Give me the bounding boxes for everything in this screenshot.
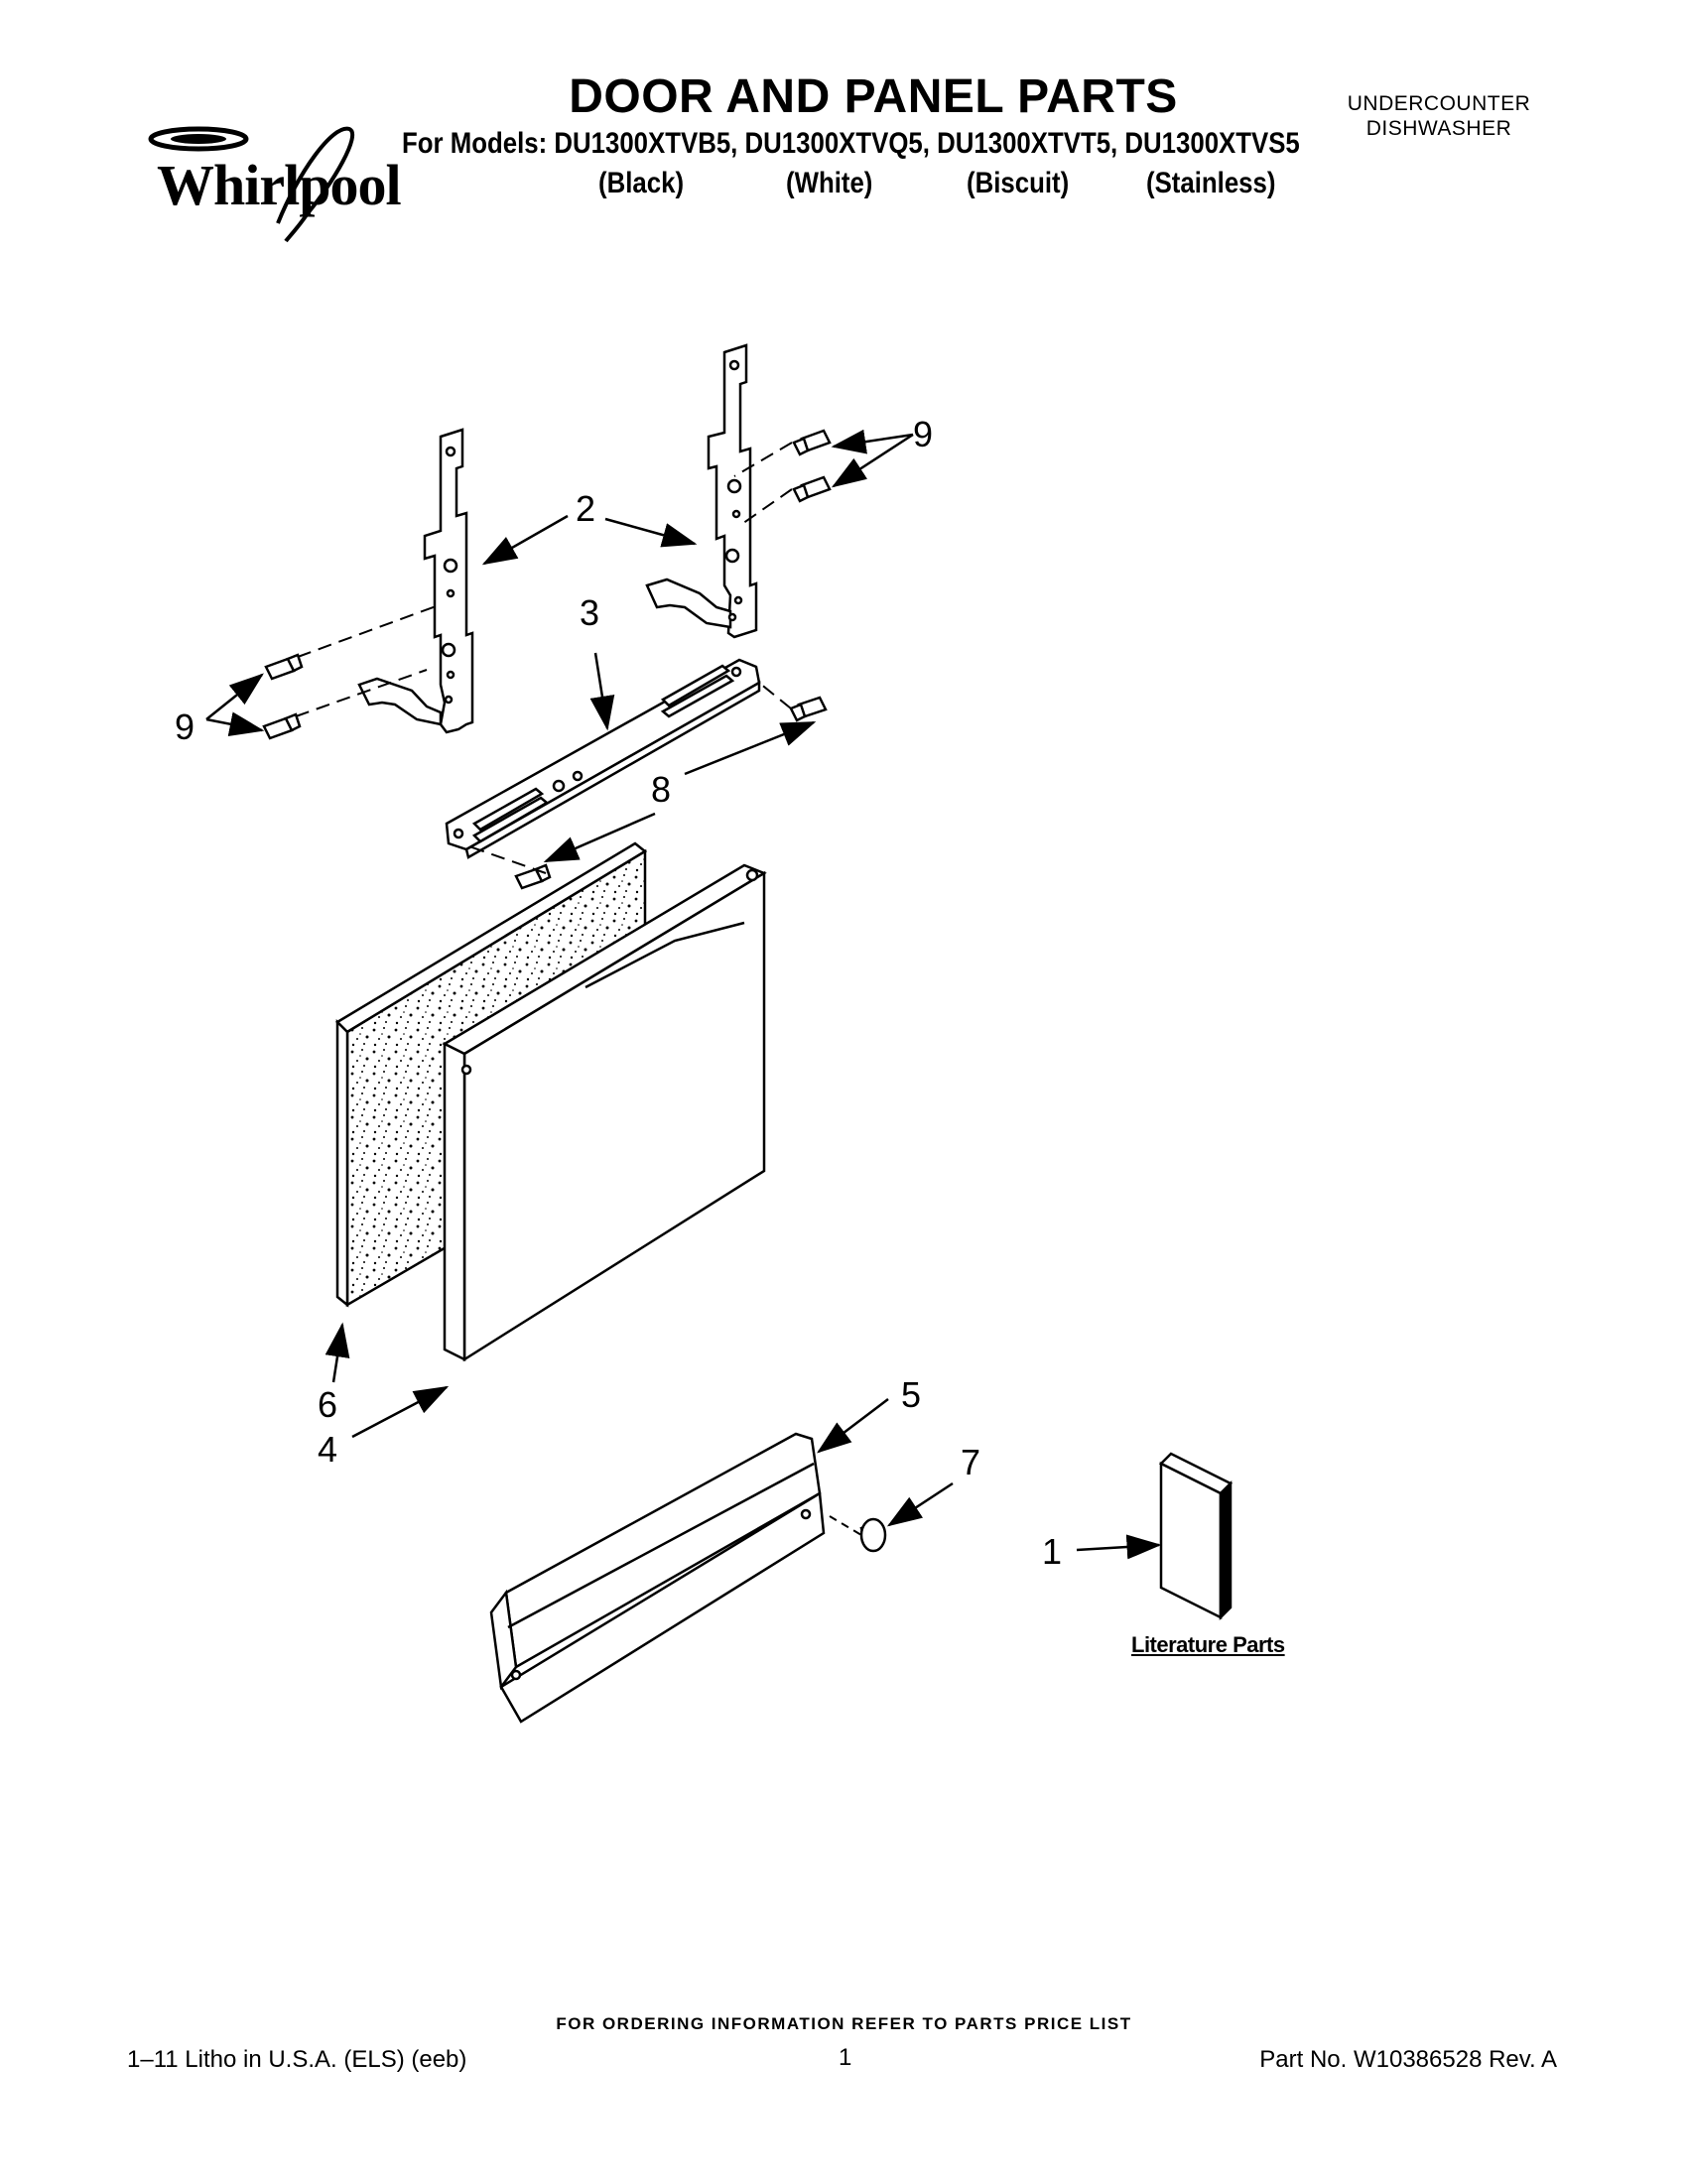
product-type: UNDERCOUNTER DISHWASHER	[1310, 91, 1568, 141]
callout-2: 2	[576, 488, 595, 529]
page-title: DOOR AND PANEL PARTS	[569, 70, 1178, 123]
callout-4: 4	[318, 1429, 337, 1470]
ordering-note: FOR ORDERING INFORMATION REFER TO PARTS …	[556, 2014, 1132, 2033]
callout-1: 1	[1042, 1531, 1062, 1572]
leader-arrows	[205, 429, 1162, 1560]
left-hinge-bracket	[357, 428, 474, 734]
screws-left	[262, 653, 304, 740]
toe-panel-screw	[859, 1517, 887, 1553]
color-stainless: (Stainless)	[1146, 167, 1276, 199]
callout-8: 8	[651, 769, 671, 810]
color-biscuit: (Biscuit)	[967, 167, 1070, 199]
alignment-lines	[295, 442, 793, 874]
screws-right	[792, 429, 832, 503]
page-number: 1	[839, 2044, 852, 2071]
door-panel	[442, 863, 767, 1362]
literature-parts-label: Literature Parts	[1131, 1632, 1285, 1657]
right-hinge-bracket	[645, 343, 758, 639]
callout-3: 3	[580, 592, 599, 633]
litho-info: 1–11 Litho in U.S.A. (ELS) (eeb)	[127, 2046, 467, 2073]
brand-logo: Whirlpool	[129, 114, 402, 253]
part-number: Part No. W10386528 Rev. A	[1259, 2046, 1557, 2073]
callout-5: 5	[901, 1374, 921, 1415]
callout-9-right: 9	[913, 414, 933, 454]
toe-screw-line	[829, 1515, 862, 1536]
color-white: (White)	[786, 167, 873, 199]
callout-9-left: 9	[175, 707, 195, 747]
literature-booklet	[1158, 1452, 1234, 1621]
whirlpool-swirl-icon	[148, 126, 355, 243]
product-line-1: UNDERCOUNTER	[1347, 92, 1531, 115]
callout-6: 6	[318, 1384, 337, 1425]
toe-panel	[489, 1432, 826, 1724]
models-line: For Models: DU1300XTVB5, DU1300XTVQ5, DU…	[402, 127, 1300, 160]
mounting-rail	[445, 658, 761, 859]
brand-wordmark: Whirlpool	[157, 153, 402, 217]
product-line-2: DISHWASHER	[1365, 117, 1512, 140]
color-black: (Black)	[598, 167, 685, 199]
callout-7: 7	[961, 1442, 980, 1482]
rail-screws	[514, 696, 828, 890]
